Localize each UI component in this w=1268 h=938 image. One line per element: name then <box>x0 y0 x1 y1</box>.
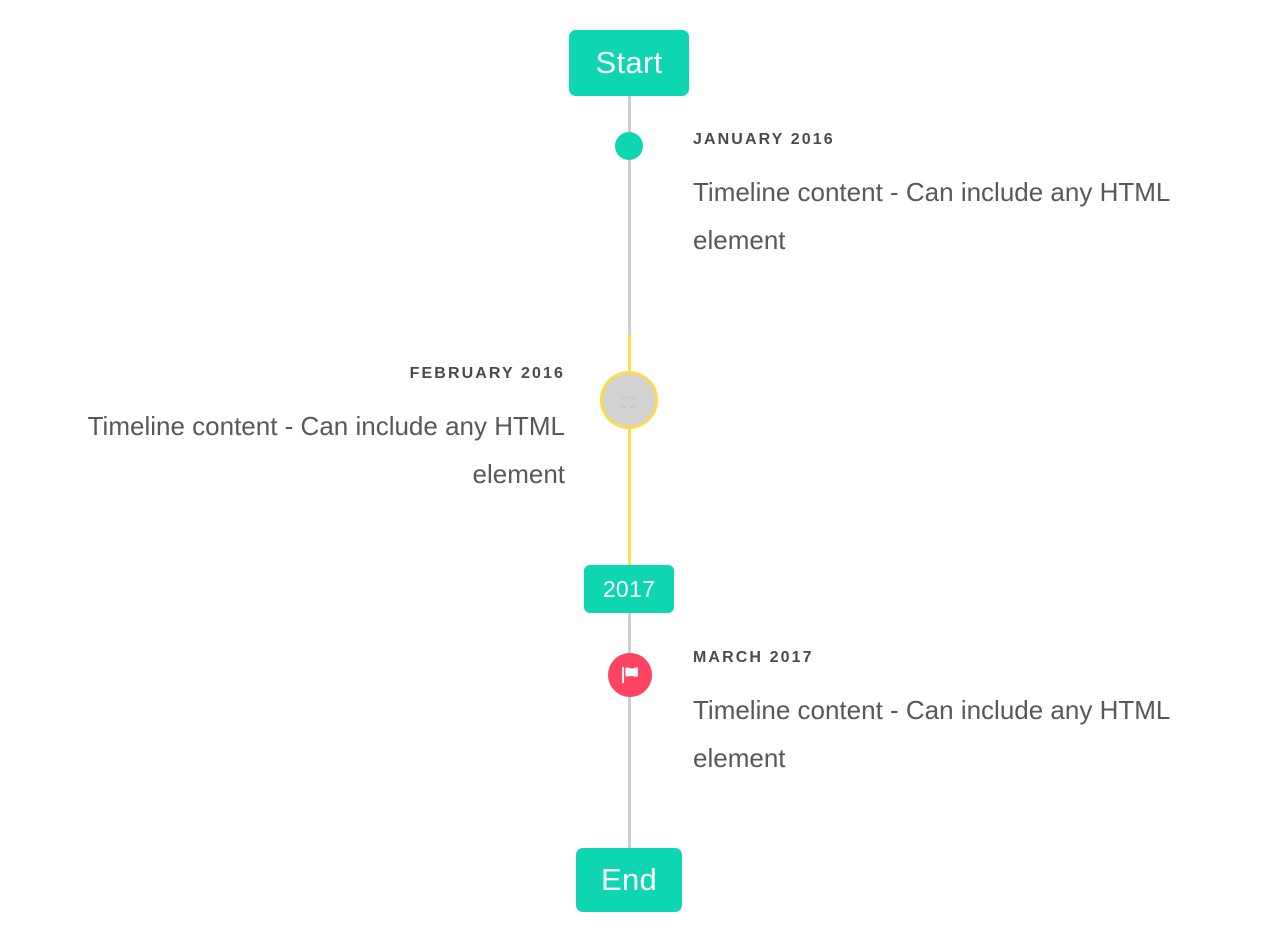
timeline-segment-2017-to-end <box>628 612 631 852</box>
timeline-entry-body: Timeline content - Can include any HTML … <box>87 411 565 489</box>
timeline-entry-march-2017: March 2017 Timeline content - Can includ… <box>693 648 1233 782</box>
timeline-entry-january-2016: January 2016 Timeline content - Can incl… <box>693 130 1233 264</box>
timeline-end-badge-label: End <box>600 862 658 897</box>
timeline-end-badge[interactable]: End <box>576 848 682 912</box>
timeline-segment-february-to-2017 <box>628 334 631 566</box>
timeline-segment-start-to-february <box>628 94 631 336</box>
timeline-year-badge-label: 2017 <box>602 575 656 602</box>
timeline-marker-february-2016[interactable]: ␣␣ ␣␣ <box>600 371 658 429</box>
timeline-year-badge[interactable]: 2017 <box>584 565 674 613</box>
timeline-entry-body: Timeline content - Can include any HTML … <box>693 177 1170 255</box>
timeline-entry-date: March 2017 <box>693 649 814 666</box>
flag-icon <box>619 664 641 686</box>
timeline-start-badge[interactable]: Start <box>569 30 689 96</box>
timeline-entry-date: February 2016 <box>409 365 565 382</box>
timeline-marker-january-2016[interactable] <box>615 132 643 160</box>
timeline-marker-march-2017[interactable] <box>608 653 652 697</box>
timeline-entry-february-2016: February 2016 Timeline content - Can inc… <box>28 364 565 498</box>
timeline-entry-body: Timeline content - Can include any HTML … <box>693 695 1170 773</box>
missing-glyph-icon: ␣␣ ␣␣ <box>621 390 637 409</box>
timeline-start-badge-label: Start <box>595 45 663 80</box>
timeline-entry-date: January 2016 <box>693 131 835 148</box>
